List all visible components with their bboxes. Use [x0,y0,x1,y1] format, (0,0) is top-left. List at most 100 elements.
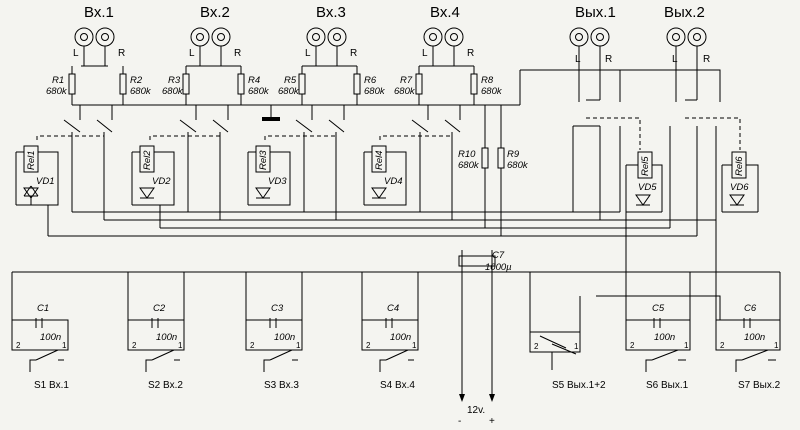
input-3-r-label: R [350,48,357,59]
s5-pin-1: 1 [574,342,579,351]
s6-label: S6 Вых.1 [646,380,689,391]
c1-ref: C1 [37,303,49,314]
r2-ref: R2 [130,75,143,86]
s7-label: S7 Вых.2 [738,380,781,391]
output-channel-1: Вых.1 L R [569,4,616,102]
relay-rel2 [139,145,155,173]
s7-pin-1: 1 [774,341,779,350]
c4-ref: C4 [387,303,399,314]
vd5-label: VD5 [638,182,657,193]
r9-ref: R9 [507,149,520,160]
r4-ref: R4 [248,75,260,86]
switch-block-6: C5 100n 2 1 S6 Вых.1 [625,212,691,391]
relay-contacts [63,119,461,133]
s2-pin-2: 2 [132,341,137,350]
s2-pin-1: 1 [178,341,183,350]
capacitor-c2 [151,318,159,328]
r10-ref: R10 [458,149,476,160]
input-2-r-label: R [234,48,241,59]
output-2-r-label: R [703,54,710,65]
diode-vd1 [23,187,39,199]
switch-s6[interactable] [645,349,686,372]
r3-value: 680k [162,86,184,97]
switch-block-5: 2 1 S5 Вых.1+2 [529,272,721,391]
relay-mech-links [36,135,452,140]
s6-pin-1: 1 [684,341,689,350]
switch-s5[interactable] [539,335,577,370]
relay-rel4 [371,145,387,173]
c7-value: 1000µ [485,262,512,273]
power-label: 12v. [467,405,485,416]
signal-buses [48,211,716,237]
s4-pin-1: 1 [412,341,417,350]
r7-ref: R7 [400,75,413,86]
switch-s1[interactable] [29,349,64,372]
power-minus: - [458,416,461,427]
c3-value: 100n [274,332,295,343]
rel2-label: Rel2 [142,150,153,170]
r2-value: 680k [130,86,152,97]
output-1-title: Вых.1 [575,4,616,21]
r4-value: 680k [248,86,270,97]
vd4-label: VD4 [384,176,402,187]
switch-s2[interactable] [145,349,180,372]
r7-value: 680k [394,86,416,97]
input-channel-1: Вх.1 L R R1 680k R2 680k [46,4,152,105]
input-channel-4: Вх.4 L R R7 680k R8 680k [394,4,503,105]
diode-vd5 [635,194,651,206]
s6-pin-2: 2 [630,341,635,350]
c5-value: 100n [654,332,675,343]
switch-block-4: C4 100n 2 1 S4 Вх.4 [361,272,419,391]
vd1-label: VD1 [36,176,54,187]
c5-ref: C5 [652,303,665,314]
s3-label: S3 Вх.3 [264,380,299,391]
s5-label: S5 Вых.1+2 [552,380,606,391]
capacitor-c3 [269,318,277,328]
switch-s7[interactable] [735,349,776,372]
r9-value: 680k [507,160,529,171]
rel4-label: Rel4 [374,150,385,170]
ground-bar [262,117,280,121]
switch-s4[interactable] [379,349,414,372]
rel3-label: Rel3 [258,150,269,170]
input-1-r-label: R [118,48,125,59]
s7-pin-2: 2 [720,341,725,350]
switch-block-1: C1 100n 2 1 S1 Вх.1 [11,303,69,391]
c1-value: 100n [40,332,61,343]
s1-pin-2: 2 [16,341,21,350]
s2-label: S2 Вх.2 [148,380,183,391]
output-2-l-label: L [672,54,678,65]
input-4-l-label: L [422,48,428,59]
switch-block-7: C6 100n 2 1 S7 Вых.2 [530,212,781,391]
input-3-title: Вх.3 [316,4,346,21]
relay-block-2: Rel2 VD2 [131,145,175,228]
c3-ref: C3 [271,303,284,314]
input-1-title: Вх.1 [84,4,114,21]
r1-ref: R1 [52,75,64,86]
rel6-label: Rel6 [734,156,745,176]
diode-vd2 [139,187,155,199]
rel1-label: Rel1 [26,150,37,170]
s1-pin-1: 1 [62,341,67,350]
input-channel-3: Вх.3 L R R5 680k R6 680k [278,4,386,105]
input-4-title: Вх.4 [430,4,460,21]
s4-label: S4 Вх.4 [380,380,415,391]
c2-value: 100n [156,332,177,343]
diode-vd4 [371,187,387,199]
switch-s3[interactable] [263,349,298,372]
c6-value: 100n [744,332,765,343]
r8-ref: R8 [481,75,494,86]
input-2-l-label: L [189,48,195,59]
r5-value: 680k [278,86,300,97]
s1-label: S1 Вх.1 [34,380,69,391]
input-1-l-label: L [73,48,79,59]
r10-value: 680k [458,160,480,171]
capacitor-c6 [743,318,751,328]
c6-ref: C6 [744,303,757,314]
r8-value: 680k [481,86,503,97]
c2-ref: C2 [153,303,166,314]
r6-ref: R6 [364,75,377,86]
c7-ref: C7 [492,250,505,261]
